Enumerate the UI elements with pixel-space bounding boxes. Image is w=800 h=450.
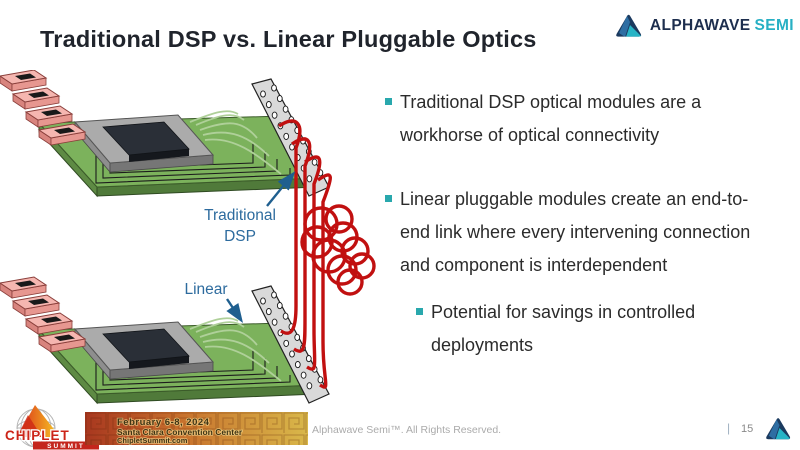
summit-triangle-inner (17, 415, 42, 437)
summit-wordmark: SUMMIT (47, 443, 85, 450)
chiplet-summit-logo: CHIPLET SUMMIT (4, 405, 99, 450)
label-traditional-dsp-line2: DSP (224, 228, 256, 245)
event-venue: Santa Clara Convention Center (117, 427, 243, 437)
fiber-coil (300, 204, 376, 296)
bullet-item: Traditional DSP optical modules are a wo… (385, 86, 755, 152)
top-board (0, 70, 329, 196)
footer-divider: | (727, 421, 731, 435)
chiplet-wordmark: CHIPLET (5, 428, 70, 443)
label-traditional-dsp-line1: Traditional (204, 207, 276, 224)
bullet-marker (385, 195, 392, 202)
bullet-marker (416, 308, 423, 315)
brand-suffix-text: SEMI (754, 17, 794, 34)
bullet-marker (385, 98, 392, 105)
label-linear: Linear (184, 281, 227, 298)
event-banner: February 6-8, 2024 Santa Clara Conventio… (85, 412, 308, 445)
arrow-to-linear (226, 298, 243, 323)
optics-diagram: Traditional DSP Linear (0, 70, 376, 410)
bottom-board (0, 277, 329, 403)
bullet-sub-item: Potential for savings in controlled depl… (416, 296, 761, 362)
bullet-item: Linear pluggable modules create an end-t… (385, 183, 755, 282)
alphawave-footer-logo-icon (766, 418, 791, 440)
page-number: 15 (741, 423, 754, 435)
summit-bar (33, 441, 99, 450)
brand-text: ALPHAWAVE (649, 17, 751, 34)
page-title: Traditional DSP vs. Linear Pluggable Opt… (40, 26, 537, 52)
bullet-text: Potential for savings in controlled depl… (431, 302, 696, 355)
alphawave-triangle-icon (616, 14, 641, 37)
copyright-text: Alphawave Semi™. All Rights Reserved. (312, 424, 502, 436)
bullet-text: Traditional DSP optical modules are a wo… (400, 92, 702, 145)
arrow-to-traditional-dsp (266, 171, 296, 207)
event-website: ChipletSummit.com (117, 436, 188, 445)
bullet-text: Linear pluggable modules create an end-t… (400, 189, 751, 275)
event-date: February 6-8, 2024 (117, 417, 210, 428)
